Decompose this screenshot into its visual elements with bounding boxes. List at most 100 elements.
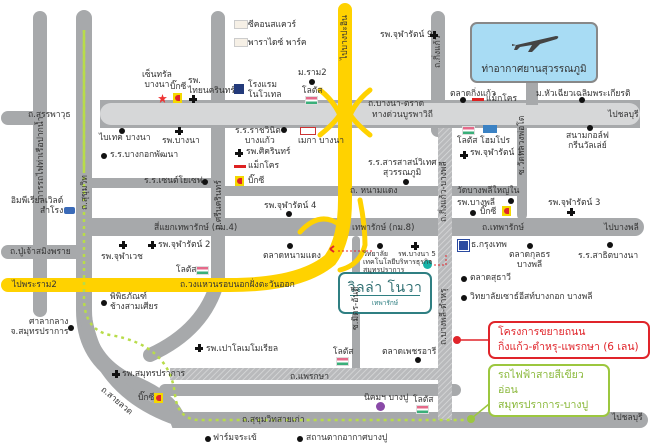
poi-kingkaeo-market: ตลาดกิ่งแก้ว bbox=[450, 89, 496, 99]
airport-box: ท่าอากาศยานสุวรรณภูมิ bbox=[470, 22, 598, 83]
airport-label: ท่าอากาศยานสุวรรณภูมิ bbox=[481, 64, 587, 75]
poi-dot bbox=[461, 295, 467, 301]
poi-dot bbox=[460, 97, 466, 103]
callout-line: รถไฟฟ้าสายสีเขียวอ่อน bbox=[498, 369, 584, 396]
poi-dot bbox=[202, 179, 208, 185]
hospital-icon bbox=[195, 344, 203, 352]
poi-paradise-park: พาราไดซ์ พาร์ค bbox=[248, 38, 307, 48]
road-label: ถ.กิ่งแก้ว-บางพลี bbox=[439, 161, 449, 222]
poi-nam-daeng-market: ตลาดหนามแดง bbox=[263, 251, 321, 261]
poi-bang-pu-weather: สถานตากอากาศบางปู bbox=[306, 433, 388, 443]
hospital-icon bbox=[411, 242, 419, 250]
project-name: วิลล่า โนวา bbox=[347, 280, 423, 296]
road-label: ไปบางพลี bbox=[604, 223, 639, 233]
hospital-icon bbox=[235, 149, 243, 157]
poi-ram2: ม.ราม2 bbox=[298, 68, 327, 78]
road-label: ถ.สุขุมวิท bbox=[80, 175, 90, 210]
road-label: ไปพระราม2 bbox=[12, 280, 57, 290]
poi-dot bbox=[309, 79, 315, 85]
mall-icon bbox=[234, 38, 248, 47]
nam-daeng-road bbox=[218, 186, 448, 196]
poi-dot bbox=[607, 242, 613, 248]
poi-dot bbox=[587, 125, 593, 131]
bigc-icon bbox=[154, 393, 163, 403]
poi-imperial: อิมพีเรียลเวิลด์สำโรง bbox=[10, 196, 64, 216]
road-label: ซ.วัดหลวงพ่อโต bbox=[517, 115, 527, 175]
poi-kulthorn-market: ตลาดกุลธรบางพลี bbox=[509, 250, 551, 270]
hospital-icon bbox=[430, 31, 438, 39]
poi-makro-sri: แม็กโคร bbox=[248, 161, 280, 171]
road-label: เทพารักษ์ (กม.8) bbox=[352, 223, 415, 233]
poi-dot bbox=[286, 211, 292, 217]
road-label: ถ.เทพารักษ์ bbox=[482, 223, 525, 233]
bigc-icon bbox=[173, 93, 182, 103]
project-location-marker bbox=[423, 260, 432, 269]
poi-dot bbox=[205, 436, 211, 442]
poi-suthawee: ตลาดสุธาวี bbox=[470, 273, 511, 283]
poi-lotus-bangna: โลตัส bbox=[302, 86, 323, 96]
poi-dot bbox=[470, 210, 476, 216]
poi-farm-crocodile: ฟาร์มจระเข้ bbox=[213, 433, 257, 443]
airplane-icon bbox=[512, 36, 559, 52]
poi-chularat3: รพ.จุฬารัตน์ 3 bbox=[548, 198, 601, 208]
hospital-icon bbox=[189, 95, 197, 103]
lotus-icon bbox=[305, 96, 318, 105]
estate-icon bbox=[376, 402, 385, 411]
poi-bitec: ไบเทค บางนา bbox=[99, 133, 151, 143]
poi-dot bbox=[527, 243, 533, 249]
road-label: ไปชลบุรี bbox=[608, 110, 639, 120]
poi-chularat1: รพ.จุฬารัตน์ 1 bbox=[470, 148, 523, 158]
poi-sikarin: รพ.ศิครินทร์ bbox=[246, 147, 291, 157]
poi-novotel: โรงแรมโนโวเทล bbox=[248, 80, 282, 100]
poi-phet-ari: ตลาดเพชรอารี bbox=[382, 347, 437, 357]
poi-bigc-sri: บิ๊กซี bbox=[248, 176, 265, 186]
poi-lotus-km: โลตัส bbox=[176, 265, 197, 275]
green-line-callout: รถไฟฟ้าสายสีเขียวอ่อน สมุทรปราการ-บางปู bbox=[488, 364, 610, 417]
poi-bkk-bank: ธ.กรุงเทพ bbox=[471, 240, 507, 250]
poi-dot bbox=[101, 300, 107, 306]
poi-dot bbox=[101, 153, 107, 159]
makro-icon bbox=[472, 98, 484, 101]
poi-paolo: รพ.เปาโลเมโมเรียล bbox=[206, 344, 279, 354]
project-divider bbox=[350, 295, 420, 296]
poi-dot bbox=[377, 243, 383, 249]
road-label: สี่แยกเทพารักษ์ (กม.4) bbox=[154, 223, 238, 233]
project-subtitle: เทพารักษ์ bbox=[371, 299, 399, 307]
road-label: ถ. หนามแดง bbox=[350, 186, 398, 196]
sai-luat-road bbox=[78, 294, 184, 426]
poi-city-hall: ศาลากลางจ.สมุทรปราการ bbox=[10, 317, 69, 337]
poi-green-valley: สนามกอล์ฟกรีนวัลเล่ย์ bbox=[566, 131, 609, 151]
green-line-route bbox=[82, 30, 470, 422]
poi-lotus-homepro: โลตัส โฮมโปร bbox=[457, 136, 511, 146]
poi-lotus-south: โลตัส bbox=[333, 347, 354, 357]
bank-icon bbox=[457, 239, 470, 252]
poi-dot bbox=[281, 127, 287, 133]
project-box[interactable]: วิลล่า โนวา เทพารักษ์ bbox=[338, 272, 432, 314]
poi-sarasas: ร.ร.สารสาสน์วิเทศสุวรรณภูมิ bbox=[368, 158, 437, 178]
road-label: การรถไฟท่าเรือปากน้ำ bbox=[36, 116, 46, 200]
poi-dot bbox=[68, 325, 74, 331]
poi-bigc-samut: บิ๊กซี bbox=[138, 393, 155, 403]
bigc-icon bbox=[235, 176, 244, 186]
poi-samut-hosp: รพ.สมุทรปราการ bbox=[122, 369, 186, 379]
road-label: ไปชลบุรี bbox=[612, 413, 643, 423]
road-widening-callout: โครงการขยายถนน กิ่งแก้ว-ตำหรุ-แพรกษา (6 … bbox=[488, 321, 650, 359]
makro-icon bbox=[234, 165, 246, 168]
outer-ring-road bbox=[1, 3, 352, 292]
road-label: ถ.แพรกษา bbox=[290, 372, 330, 382]
hospital-icon bbox=[175, 127, 183, 135]
road-label: ทางด่วนบูรพาวิถี bbox=[372, 110, 433, 120]
poi-chularat9: รพ.จุฬารัตน์ 9 bbox=[380, 30, 433, 40]
road-label: ซ.มิตร-อันดี bbox=[351, 286, 361, 330]
poi-mega-bangna: เมกา บางนา bbox=[298, 136, 345, 146]
poi-ratchawinit: ร.ร.ราชวินิตบางแก้ว bbox=[235, 126, 281, 146]
poi-dot bbox=[287, 243, 293, 249]
callout-line: กิ่งแก้ว-ตำหรุ-แพรกษา (6 เลน) bbox=[498, 341, 639, 353]
poi-dot bbox=[403, 179, 409, 185]
road-label: ถ.วงแหวนรอบนอกฝั่งตะวันออก bbox=[180, 280, 295, 290]
poi-dot bbox=[297, 436, 303, 442]
hotel-icon bbox=[234, 84, 244, 94]
road-label: ถ.บางพลี-ตำหรุ bbox=[439, 288, 449, 345]
